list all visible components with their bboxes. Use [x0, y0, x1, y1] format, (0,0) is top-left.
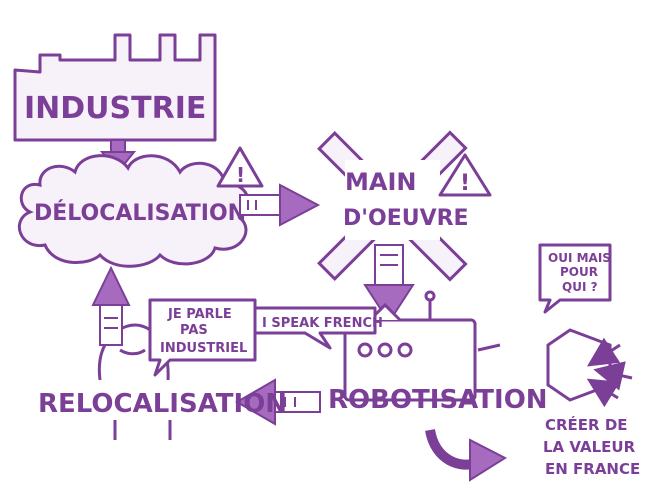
industrie-label: INDUSTRIE: [24, 91, 206, 126]
main-label-line2: D'OEUVRE: [343, 206, 469, 231]
speech-bubble-robot: I SPEAK FRENCH: [253, 306, 383, 350]
warning-symbol-main: !: [460, 171, 470, 196]
arrow-robotisation-to-value: [425, 428, 508, 482]
robotisation-label: ROBOTISATION: [328, 385, 548, 415]
robot-icon: [343, 290, 501, 402]
warning-icon: !: [216, 146, 264, 188]
question-line3: QUI ?: [562, 280, 598, 294]
value-line2: LA VALEUR: [543, 438, 636, 456]
speech-bubble-worker: JE PARLE PAS INDUSTRIEL: [148, 298, 257, 377]
factory-icon: [13, 33, 217, 142]
question-line2: POUR: [560, 265, 598, 279]
hexagon-icon: [546, 328, 633, 408]
question-line1: OUI MAIS: [548, 251, 611, 265]
warning-icon-main: !: [438, 153, 492, 197]
speech-worker-line1: JE PARLE: [167, 307, 232, 322]
delocalisation-label: DÉLOCALISATION: [34, 200, 246, 226]
arrow-relocalisation-to-delocalisation: [91, 265, 131, 346]
value-line3: EN FRANCE: [545, 460, 640, 478]
speech-worker-line3: INDUSTRIEL: [160, 341, 247, 356]
cloud-icon: [17, 154, 251, 268]
relocalisation-label: RELOCALISATION: [38, 389, 287, 419]
arrow-main-doeuvre-to-robotisation: [363, 244, 415, 324]
arrow-delocalisation-to-main-doeuvre: [239, 183, 321, 227]
value-line1: CRÉER DE: [545, 415, 628, 434]
speech-worker-line2: PAS: [180, 323, 208, 338]
speech-robot-text: I SPEAK FRENCH: [262, 316, 383, 331]
warning-symbol: !: [236, 163, 245, 187]
main-label-line1: MAIN: [345, 168, 416, 196]
speech-bubble-question: OUI MAIS POUR QUI ?: [538, 243, 612, 314]
arrow-robotisation-to-relocalisation: [235, 378, 321, 426]
